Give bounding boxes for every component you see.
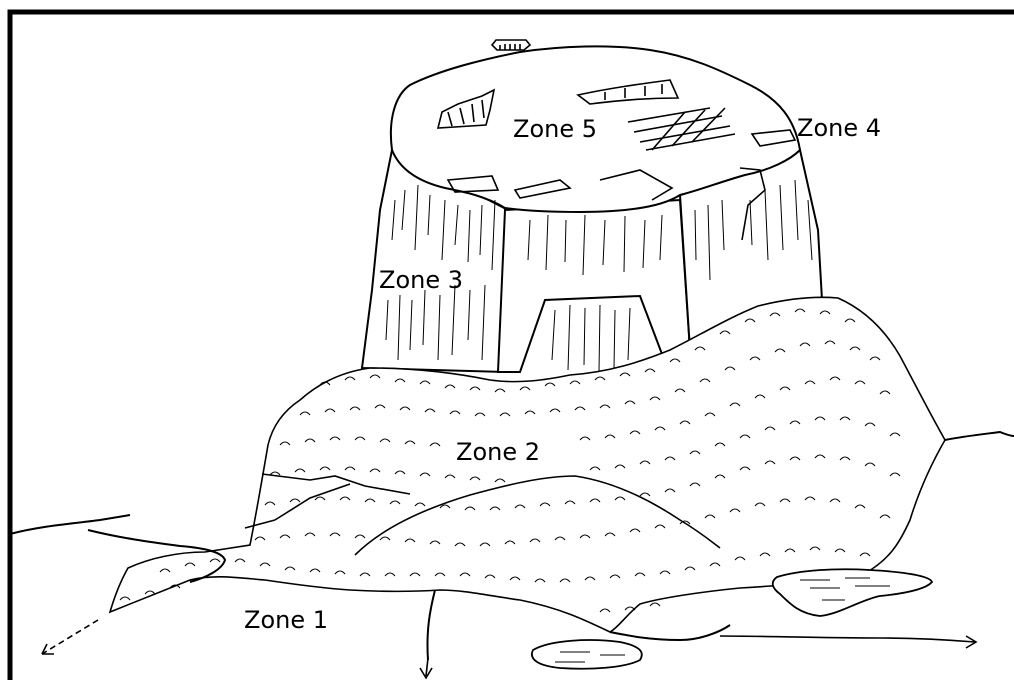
stream-arrows bbox=[42, 620, 976, 678]
zone-4-label: Zone 4 bbox=[797, 116, 881, 140]
zone-1-label: Zone 1 bbox=[244, 608, 328, 632]
zone-2-label: Zone 2 bbox=[456, 440, 540, 464]
zone-5-label: Zone 5 bbox=[513, 117, 597, 141]
zone-3-label: Zone 3 bbox=[379, 268, 463, 292]
